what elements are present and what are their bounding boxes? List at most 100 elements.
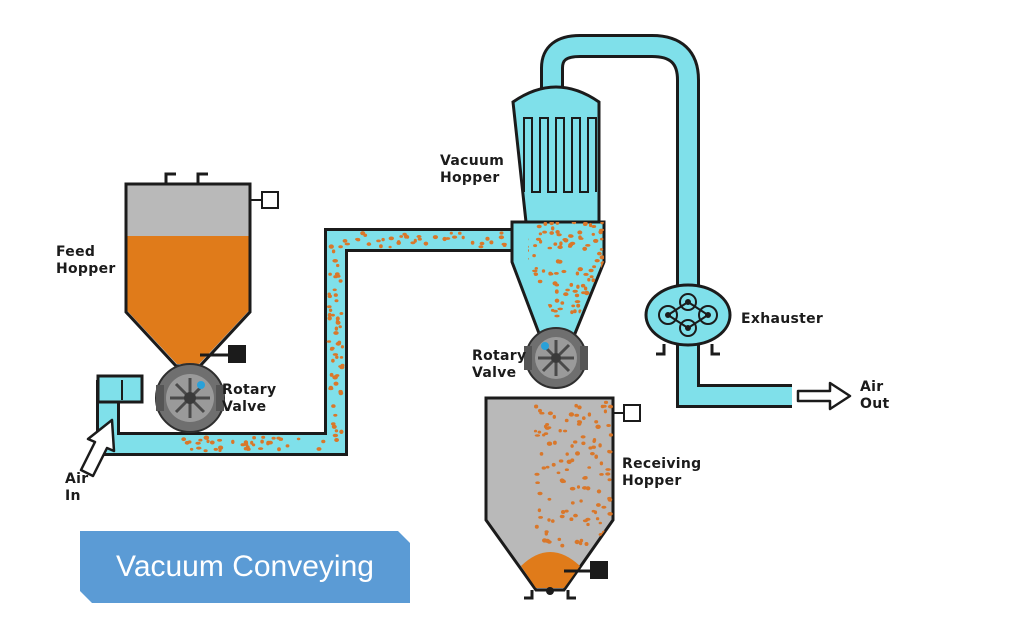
- receiving-level-sensor: [623, 404, 641, 422]
- material-particle: [542, 230, 547, 234]
- material-particle: [537, 491, 543, 496]
- material-particle: [278, 437, 284, 441]
- material-particle: [591, 509, 596, 513]
- material-particle: [388, 245, 392, 249]
- material-particle: [333, 331, 339, 335]
- material-particle: [558, 459, 564, 463]
- material-particle: [577, 267, 583, 272]
- material-particle: [535, 237, 542, 241]
- material-particle: [285, 444, 290, 448]
- material-particle: [316, 447, 322, 451]
- material-particle: [332, 353, 339, 356]
- material-particle: [342, 239, 348, 243]
- rotary-valve-right: [524, 327, 588, 389]
- material-particle: [596, 503, 601, 507]
- material-particle: [557, 537, 562, 542]
- material-particle: [546, 441, 553, 446]
- material-particle: [569, 282, 574, 287]
- material-particle: [326, 340, 332, 343]
- material-particle: [231, 439, 235, 444]
- material-particle: [534, 472, 540, 476]
- material-particle: [554, 314, 560, 318]
- material-particle: [556, 471, 561, 475]
- material-particle: [584, 542, 589, 546]
- material-particle: [575, 451, 580, 456]
- material-particle: [595, 517, 600, 521]
- material-particle: [549, 231, 554, 235]
- material-particle: [538, 232, 543, 236]
- material-particle: [413, 238, 417, 243]
- material-particle: [552, 414, 556, 419]
- material-particle: [332, 375, 338, 380]
- material-particle: [328, 272, 332, 276]
- material-particle: [564, 509, 569, 513]
- material-particle: [449, 231, 453, 235]
- material-particle: [599, 461, 604, 466]
- material-particle: [217, 438, 223, 442]
- material-particle: [576, 303, 581, 308]
- material-particle: [461, 235, 465, 240]
- material-particle: [559, 514, 565, 519]
- material-particle: [338, 325, 342, 329]
- material-particle: [266, 441, 270, 446]
- material-particle: [583, 286, 588, 291]
- material-particle: [598, 521, 602, 525]
- material-particle: [607, 496, 612, 501]
- material-particle: [598, 279, 604, 284]
- material-particle: [328, 308, 333, 312]
- material-particle: [594, 420, 599, 424]
- material-particle: [547, 518, 551, 522]
- material-particle: [556, 233, 562, 237]
- material-particle: [552, 281, 558, 286]
- material-particle: [590, 452, 595, 456]
- material-particle: [423, 241, 429, 246]
- material-particle: [555, 259, 561, 264]
- material-particle: [388, 236, 394, 241]
- material-particle: [582, 246, 588, 251]
- material-particle: [541, 269, 546, 273]
- material-particle: [535, 481, 540, 485]
- material-particle: [551, 462, 556, 467]
- material-particle: [607, 478, 612, 482]
- material-particle: [608, 540, 613, 545]
- material-particle: [355, 237, 361, 241]
- material-particle: [532, 269, 538, 273]
- material-particle: [560, 543, 565, 548]
- material-particle: [564, 468, 570, 472]
- material-particle: [399, 235, 404, 238]
- material-particle: [470, 240, 475, 245]
- material-particle: [336, 263, 340, 268]
- material-particle: [533, 272, 539, 277]
- material-particle: [334, 299, 339, 303]
- material-particle: [536, 224, 542, 229]
- material-particle: [601, 505, 607, 509]
- material-particle: [598, 230, 603, 235]
- exhaust-pipe: [540, 34, 792, 408]
- material-particle: [574, 413, 580, 417]
- material-particle: [333, 381, 339, 386]
- material-particle: [417, 237, 422, 241]
- material-particle: [534, 404, 539, 409]
- material-particle: [544, 538, 550, 543]
- material-particle: [587, 412, 592, 417]
- material-particle: [539, 239, 543, 244]
- feed-hopper: [124, 172, 279, 368]
- material-particle: [547, 411, 554, 416]
- material-particle: [458, 231, 462, 235]
- material-particle: [544, 532, 548, 536]
- material-particle: [499, 231, 504, 235]
- material-particle: [327, 316, 332, 321]
- material-particle: [571, 304, 576, 308]
- material-particle: [597, 293, 602, 297]
- material-particle: [381, 237, 385, 242]
- material-particle: [545, 423, 550, 426]
- material-particle: [296, 437, 301, 441]
- material-particle: [574, 300, 581, 304]
- material-particle: [568, 234, 572, 238]
- material-particle: [261, 435, 266, 439]
- title-banner-shape: [80, 531, 410, 603]
- material-particle: [587, 277, 591, 282]
